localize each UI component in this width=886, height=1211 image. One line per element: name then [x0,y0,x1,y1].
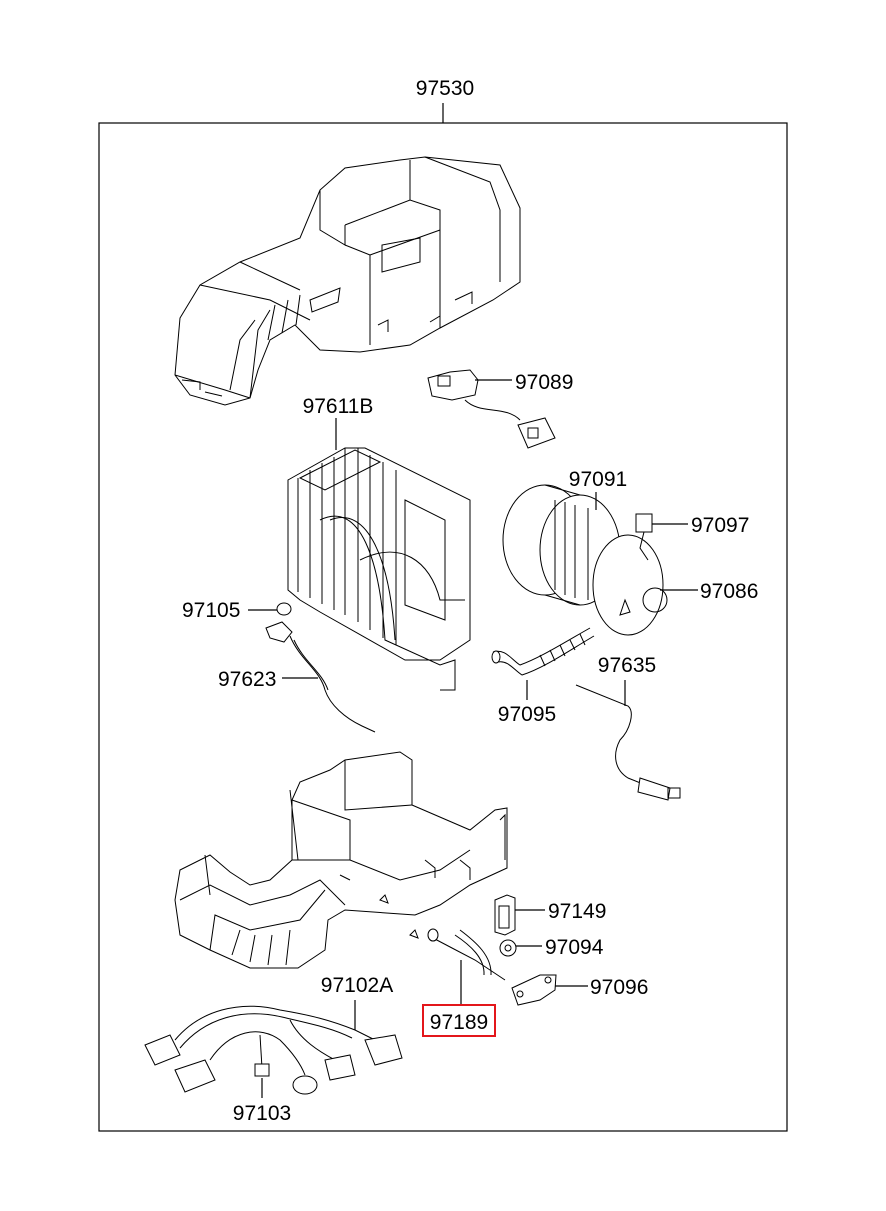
part-97149-hose[interactable] [491,627,595,676]
part-97097-connector[interactable] [635,513,653,561]
label-97091[interactable]: 97091 [569,468,627,491]
label-97095[interactable]: 97094 [545,936,604,959]
label-97105[interactable]: 97105 [182,599,240,622]
lower-case[interactable] [174,751,508,969]
label-97096[interactable]: 97096 [590,976,648,999]
label-97623[interactable]: 97623 [218,668,276,691]
highlight-box-97189 [422,1004,496,1037]
part-97089-resistor[interactable] [427,369,556,449]
part-97189-drain-hose[interactable] [427,928,506,981]
part-97623-sensor[interactable] [265,621,376,733]
label-97102a[interactable]: 97102A [321,974,393,997]
label-97103[interactable]: 97103 [233,1102,291,1125]
part-97096-plate[interactable] [511,974,557,1006]
part-97094-bracket[interactable] [494,894,516,936]
part-97091-blower-motor[interactable] [502,484,668,636]
part-97635-wire-sensor[interactable] [575,684,681,801]
label-97189[interactable]: 97189 [430,1011,488,1034]
label-97089[interactable]: 97089 [515,371,573,394]
part-97102a-wiring-harness[interactable] [144,1005,403,1095]
assembly-frame [98,122,788,1132]
upper-case[interactable] [174,156,521,406]
label-97149[interactable]: 97095 [498,703,556,726]
label-97530[interactable]: 97530 [416,77,474,100]
label-97611b[interactable]: 97611B [303,395,374,418]
part-97095-clip[interactable] [499,939,517,957]
label-97094[interactable]: 97149 [548,900,606,923]
part-97105-clip[interactable] [276,602,292,616]
label-97097[interactable]: 97097 [691,514,749,537]
part-97611b-evaporator[interactable] [287,447,471,691]
label-97086[interactable]: 97086 [700,580,758,603]
label-97635[interactable]: 97635 [598,654,656,677]
